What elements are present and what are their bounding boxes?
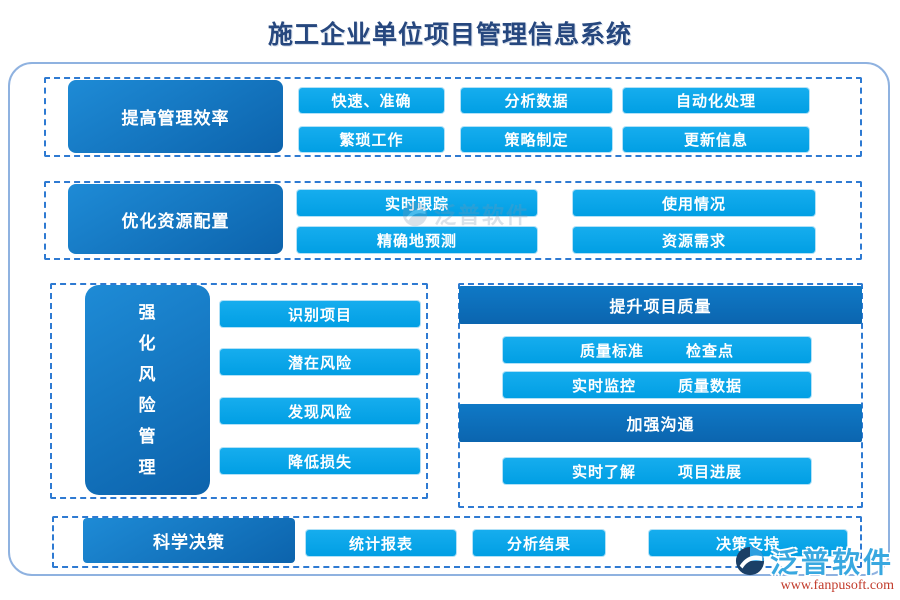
chip-label: 资源需求 — [661, 232, 726, 250]
risk-label-char: 理 — [138, 458, 157, 477]
risk-label-char: 风 — [138, 365, 157, 384]
chip-label: 快速、准确 — [331, 93, 412, 110]
chip-label: 实时了解 — [571, 463, 636, 481]
chip-label: 潜在风险 — [287, 354, 352, 372]
risk-label-box: 强 化 风 险 管 理 — [85, 285, 210, 495]
watermark-brand-text: 泛普软件 — [434, 203, 531, 228]
watermark: 泛普软件 — [402, 198, 530, 230]
chip-label: 实时监控 — [571, 377, 636, 395]
chip-realtime-project-progress: 实时了解 项目进展 — [503, 458, 811, 484]
chip-quick-accurate: 快速、准确 — [299, 88, 444, 113]
brand-name: 泛普软件 — [769, 547, 894, 578]
resource-label: 优化资源配置 — [121, 211, 230, 231]
chip-reduce-loss: 降低损失 — [220, 448, 420, 474]
chip-label: 分析结果 — [506, 535, 571, 553]
chip-label: 实时跟踪 — [385, 193, 449, 214]
chip-strategy: 策略制定 — [461, 127, 612, 152]
page-title: 施工企业单位项目管理信息系统 — [267, 21, 632, 49]
chip-label: 自动化处理 — [675, 93, 756, 110]
risk-label-char: 强 — [138, 303, 157, 322]
chip-label: 质量数据 — [678, 377, 743, 395]
efficiency-group — [44, 77, 862, 157]
chip-label: 检查点 — [686, 342, 735, 360]
chip-automation: 自动化处理 — [623, 88, 809, 113]
chip-usage-status: 使用情况 — [573, 190, 815, 216]
chip-label: 发现风险 — [287, 403, 352, 421]
brand-row: 泛普软件 — [735, 541, 894, 581]
chip-label: 识别项目 — [287, 306, 352, 324]
chip-label: 决策支持 — [715, 535, 780, 553]
risk-label-char: 险 — [138, 396, 157, 415]
chip-label: 策略制定 — [504, 132, 569, 149]
brand-watermark: 泛普软件 www.fanpusoft.com — [735, 541, 894, 594]
quality-header-bar: 提升项目质量 — [459, 286, 862, 324]
resource-label-box: 优化资源配置 — [68, 184, 283, 254]
chip-label: 使用情况 — [661, 195, 726, 213]
chip-label: 统计报表 — [348, 535, 413, 553]
brand-url: www.fanpusoft.com — [780, 578, 894, 593]
chip-label: 项目进展 — [678, 463, 743, 481]
chip-label: 精确地预测 — [376, 232, 457, 250]
chip-tedious-work: 繁琐工作 — [299, 127, 444, 152]
communication-header-bar: 加强沟通 — [459, 404, 862, 442]
chip-label: 更新信息 — [683, 132, 748, 149]
risk-group — [50, 283, 428, 499]
fanpu-logo-icon — [735, 546, 765, 576]
chip-update-info: 更新信息 — [623, 127, 809, 152]
chip-quality-standard-checkpoint: 质量标准 检查点 — [503, 337, 811, 363]
decision-group — [52, 516, 862, 568]
chip-accurate-forecast: 精确地预测 — [297, 227, 537, 253]
quality-header-label: 提升项目质量 — [609, 299, 712, 316]
chip-statistical-report: 统计报表 — [306, 530, 456, 556]
chip-discover-risk: 发现风险 — [220, 398, 420, 424]
resource-group — [44, 181, 862, 260]
efficiency-label: 提高管理效率 — [121, 109, 230, 128]
chip-analysis-result: 分析结果 — [473, 530, 605, 556]
quality-group — [458, 283, 863, 508]
chip-potential-risk: 潜在风险 — [220, 349, 420, 375]
chip-label: 繁琐工作 — [339, 132, 404, 149]
decision-label-box: 科学决策 — [83, 518, 295, 563]
chip-realtime-monitor-quality-data: 实时监控 质量数据 — [503, 372, 811, 398]
fanpu-logo-icon — [402, 201, 428, 227]
communication-header-label: 加强沟通 — [626, 417, 695, 434]
chip-realtime-tracking: 实时跟踪 — [297, 190, 537, 216]
risk-label-char: 化 — [138, 334, 157, 353]
chip-analyze-data: 分析数据 — [461, 88, 612, 113]
chip-identify-project: 识别项目 — [220, 301, 420, 327]
risk-label-char: 管 — [138, 427, 157, 446]
efficiency-label-box: 提高管理效率 — [68, 80, 283, 153]
chip-label: 分析数据 — [504, 93, 569, 110]
chip-resource-demand: 资源需求 — [573, 227, 815, 253]
decision-label: 科学决策 — [153, 533, 225, 552]
outer-frame — [8, 62, 890, 576]
chip-label: 质量标准 — [579, 342, 644, 360]
chip-label: 降低损失 — [287, 453, 352, 471]
